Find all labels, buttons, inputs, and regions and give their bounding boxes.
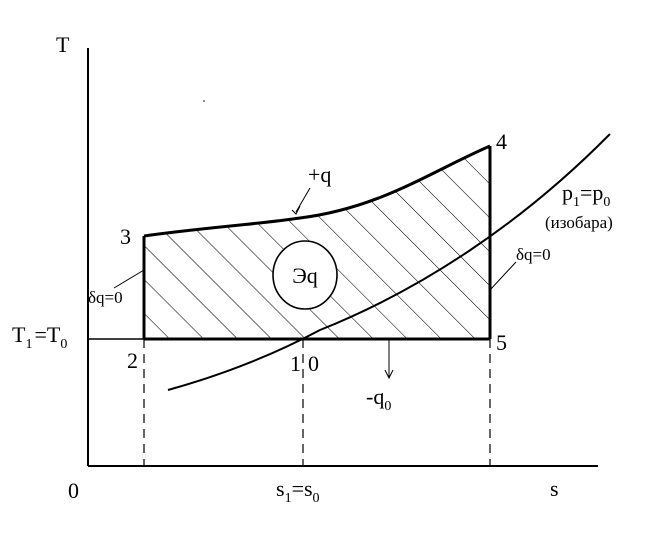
dashed-guides: [143, 339, 491, 466]
point-3-label: 3: [120, 224, 131, 249]
point-1-label: 1: [290, 351, 301, 376]
adiabat-right-leader: [489, 261, 517, 291]
exergy-circle: [272, 240, 338, 310]
isobar-name: (изобара): [545, 213, 613, 232]
axes: [87, 48, 598, 467]
isobar-curve: [167, 133, 611, 391]
adiabat-left-leader: [113, 269, 145, 289]
adiabat-left-label: δq=0: [88, 288, 123, 307]
point-5-label: 5: [496, 330, 507, 355]
adiabat-right-label: δq=0: [516, 245, 551, 264]
point-2-label: 2: [127, 348, 138, 373]
point-4-label: 4: [496, 129, 507, 154]
exergy-label: Эq: [292, 263, 318, 288]
t1-t0-label: T1=T0: [12, 322, 67, 352]
heat-out-label: -q0: [366, 384, 391, 414]
cycle-outline: [142, 144, 492, 341]
t-axis-label: T: [56, 32, 70, 57]
heat-in-label: +q: [308, 162, 331, 187]
heat-in-curve-3-4: [143, 144, 491, 238]
s1-s0-label: s1=s0: [276, 476, 320, 506]
isobar-label: p1=p0: [562, 180, 610, 210]
origin-label: 0: [68, 478, 79, 503]
heat-out-arrow-icon: [384, 369, 394, 380]
s-axis-label: s: [550, 476, 559, 501]
point-0-label: 0: [308, 351, 319, 376]
heat-in-leader: [295, 187, 311, 213]
stray-dot: [203, 100, 205, 102]
heat-in-arrow-icon: [291, 205, 301, 215]
